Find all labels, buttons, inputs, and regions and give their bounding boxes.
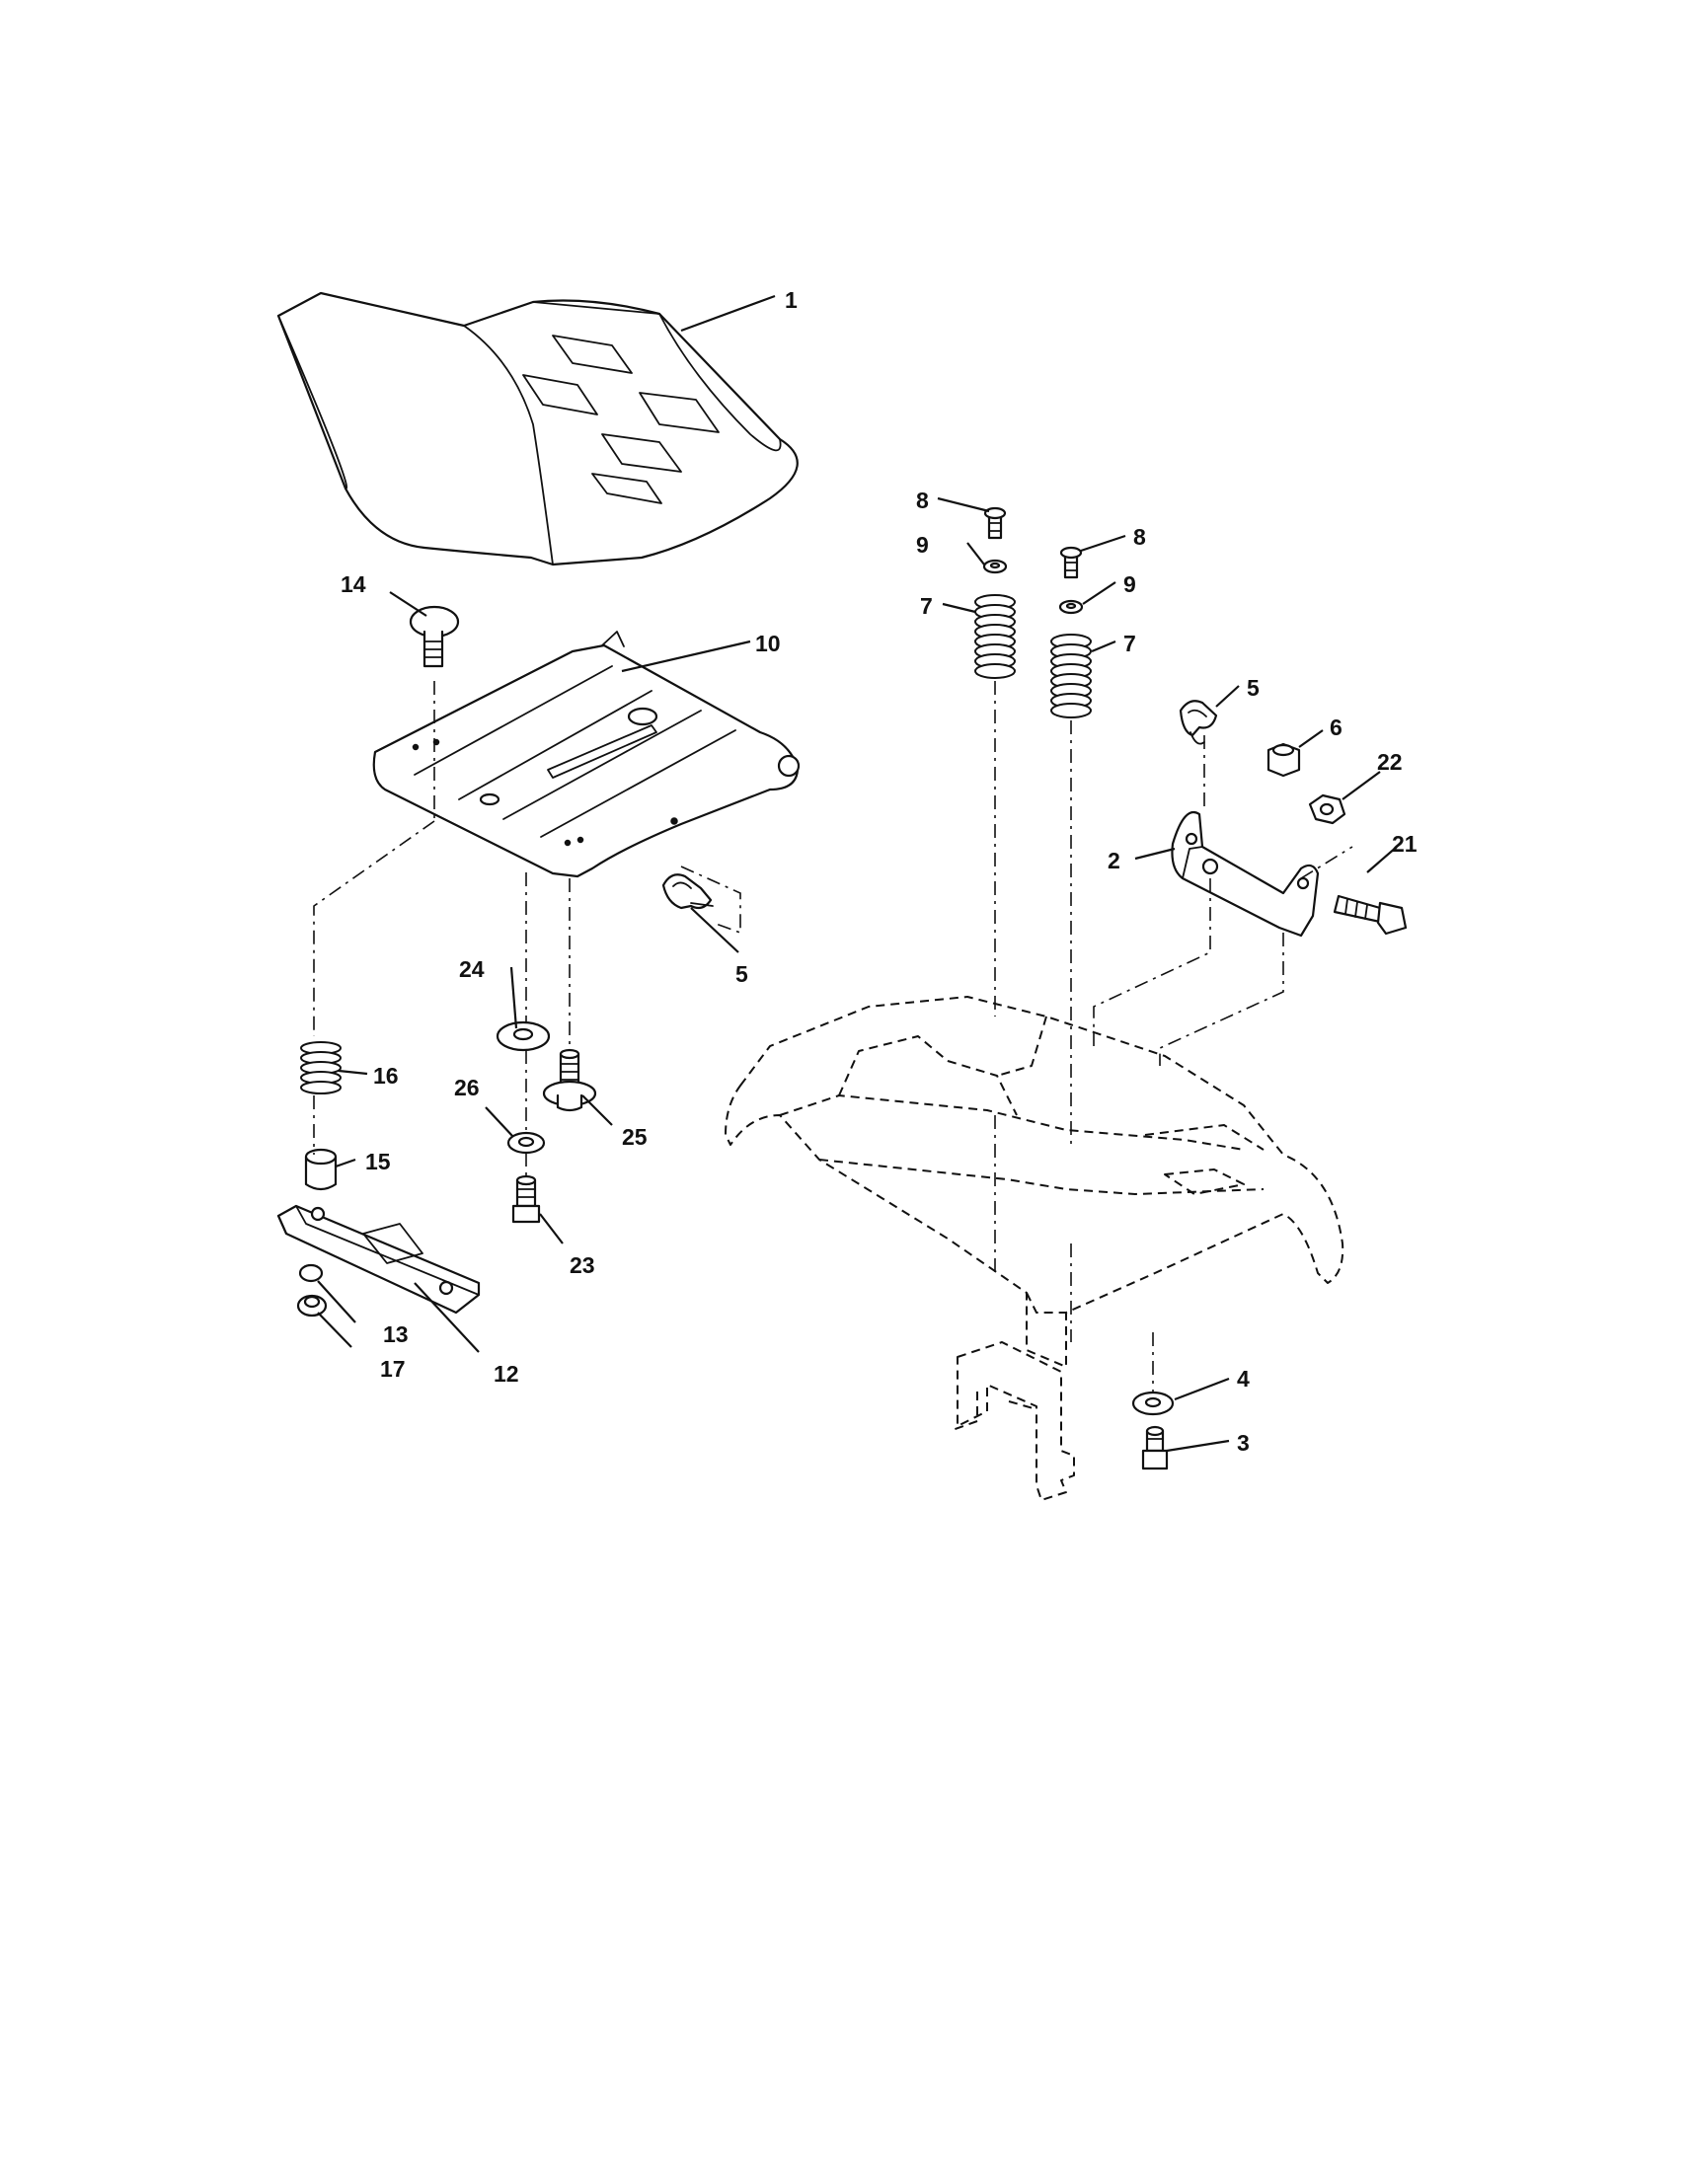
callout-17: 17 <box>380 1356 406 1382</box>
callout-16: 16 <box>373 1063 399 1089</box>
callout-8-left: 8 <box>916 488 929 513</box>
nut-part-22 <box>1308 793 1346 825</box>
washer-part-4 <box>1131 1391 1175 1416</box>
callout-15: 15 <box>365 1149 391 1174</box>
flange-nut-part-17 <box>296 1294 328 1318</box>
callout-24: 24 <box>459 956 485 982</box>
bolt-part-8-left <box>983 506 1007 540</box>
locknut-part-6 <box>1266 742 1301 778</box>
callout-2: 2 <box>1108 848 1120 873</box>
washer-part-9-right <box>1058 599 1084 615</box>
leader-lines <box>317 294 1398 1453</box>
spring-part-16 <box>300 1041 342 1094</box>
callout-23: 23 <box>570 1252 595 1278</box>
seat-bracket-part-12 <box>276 1204 481 1315</box>
callout-labels: 1 2 3 4 5 5 6 7 7 8 8 9 9 10 12 13 14 15… <box>341 287 1418 1456</box>
callout-7-left: 7 <box>920 593 933 619</box>
spring-part-7-left <box>974 594 1016 679</box>
fender-reference-dashed <box>725 996 1344 1501</box>
callout-3: 3 <box>1237 1430 1250 1456</box>
seat-part-1 <box>276 291 799 566</box>
callout-14: 14 <box>341 571 366 597</box>
seat-adjust-bracket-part-2 <box>1171 811 1320 938</box>
shoulder-bolt-part-25 <box>542 1048 597 1112</box>
callout-7-right: 7 <box>1123 631 1136 656</box>
callout-9-left: 9 <box>916 532 929 558</box>
spring-part-7-right <box>1050 634 1092 718</box>
callout-26: 26 <box>454 1075 480 1100</box>
washer-part-9-left <box>982 559 1008 574</box>
spacer-part-15 <box>304 1148 338 1191</box>
callout-5-right: 5 <box>1247 675 1260 701</box>
carriage-bolt-part-14 <box>409 605 460 668</box>
callout-21: 21 <box>1392 831 1418 857</box>
bolt-part-3 <box>1141 1425 1169 1470</box>
bolt-part-23 <box>511 1174 541 1224</box>
callout-10: 10 <box>755 631 781 656</box>
callout-4: 4 <box>1237 1366 1250 1392</box>
callout-8-right: 8 <box>1133 524 1146 550</box>
shoulder-bolt-part-21 <box>1333 894 1408 936</box>
callout-12: 12 <box>494 1361 519 1387</box>
callout-5-left: 5 <box>735 961 748 987</box>
alignment-lines <box>313 681 1353 1392</box>
callout-22: 22 <box>1377 749 1403 775</box>
callout-9-right: 9 <box>1123 571 1136 597</box>
seat-pan-part-10 <box>372 631 801 878</box>
callout-25: 25 <box>622 1124 648 1150</box>
washer-part-24 <box>496 1020 551 1052</box>
callout-1: 1 <box>785 287 798 313</box>
clip-part-5-right <box>1179 700 1218 745</box>
bolt-part-8-right <box>1059 546 1083 579</box>
callout-6: 6 <box>1330 715 1343 740</box>
nut-part-13 <box>298 1263 324 1283</box>
callout-13: 13 <box>383 1321 409 1347</box>
clip-part-5-left <box>661 873 714 910</box>
